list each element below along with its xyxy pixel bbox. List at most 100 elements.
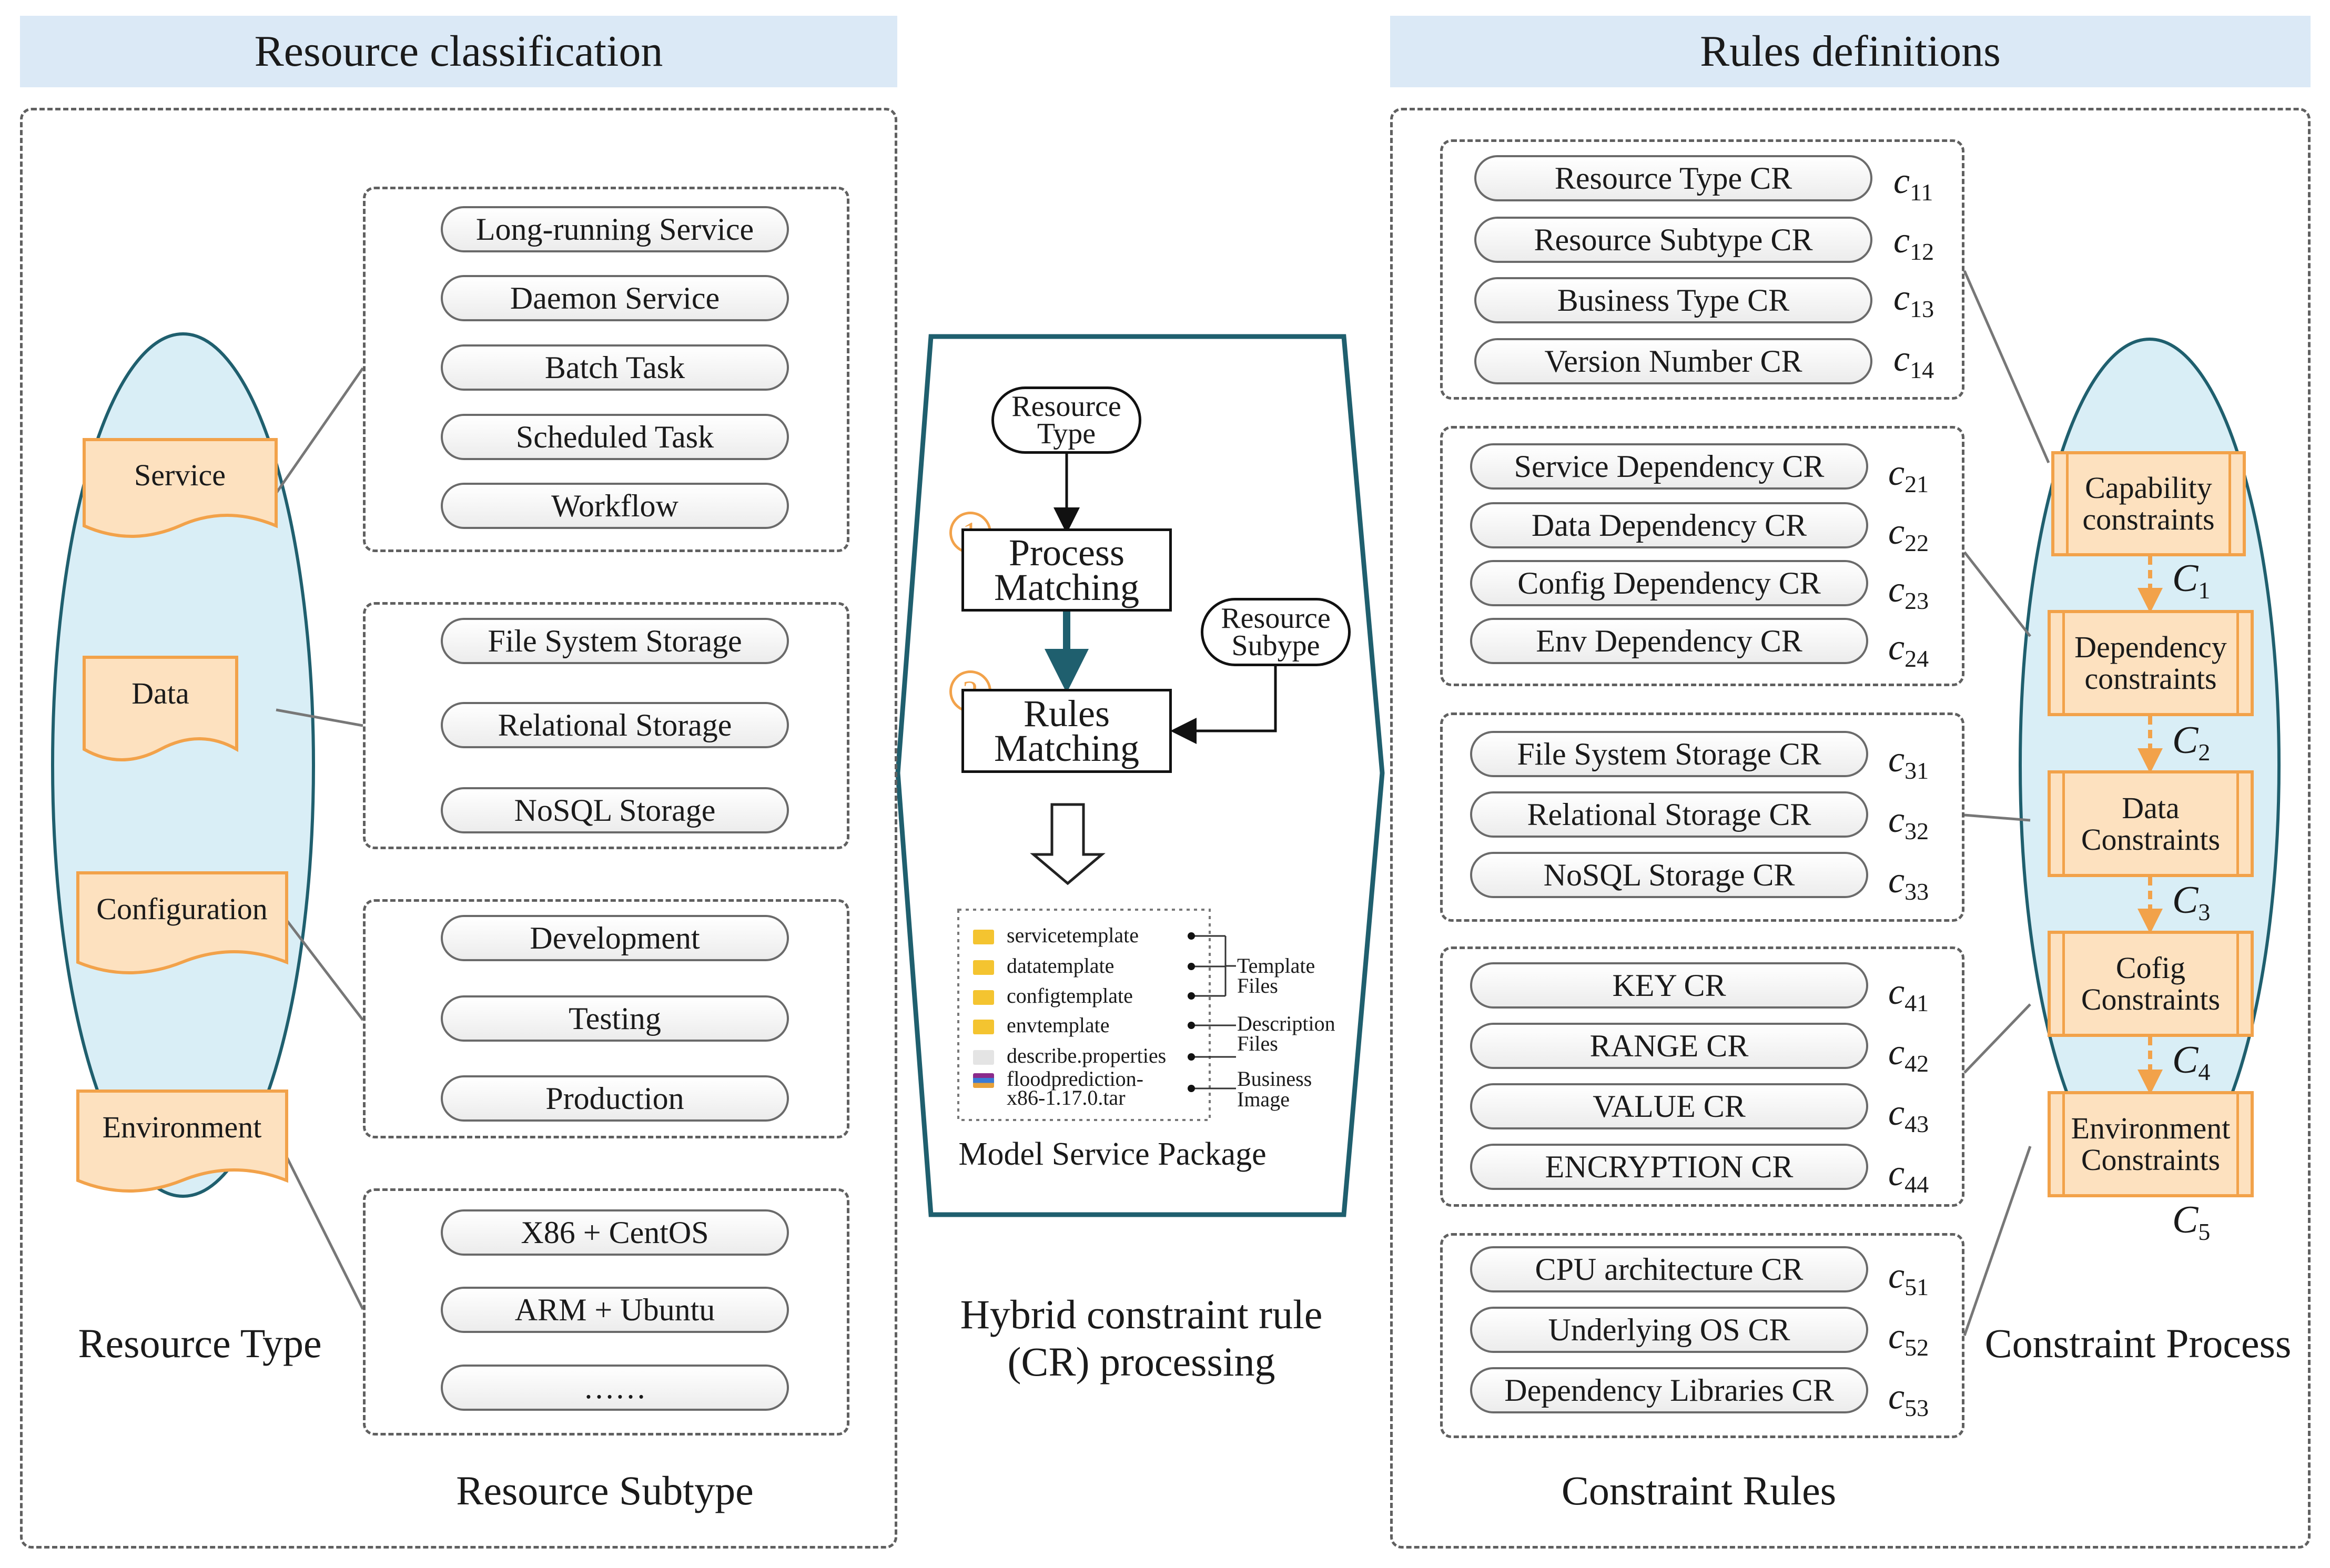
constraint-sub: 2 [2198,739,2211,766]
subtype-pill: File System Storage [441,618,789,664]
resource-subtype-oval-line2: Subype [1231,629,1320,662]
subtype-pill: Production [441,1075,789,1122]
rule-id-sub: 31 [1904,757,1929,784]
rule-id: c11 [1893,160,1933,213]
subtype-pill: Daemon Service [441,275,789,321]
rule-pill: KEY CR [1470,962,1868,1009]
resource-type-ellipse [51,332,315,1198]
rule-id: c24 [1888,627,1929,680]
resource-subtype-oval-line1: Resource [1221,602,1331,635]
rule-id-letter: c [1893,161,1910,201]
constraint-label: C4 [2172,1039,2210,1093]
constraint-letter: C [2172,719,2199,762]
rule-id-sub: 24 [1904,645,1929,672]
rule-id-sub: 42 [1904,1050,1929,1077]
subtype-pill: Scheduled Task [441,414,789,460]
rule-id-letter: c [1893,339,1910,379]
constraint-letter: C [2172,1198,2199,1241]
rule-id: c14 [1893,338,1934,391]
rule-pill: ENCRYPTION CR [1470,1144,1868,1190]
caption-resource-subtype: Resource Subtype [456,1468,754,1513]
rule-group-environment [1440,1233,1964,1438]
rule-id-sub: 11 [1910,179,1933,206]
rule-id: c52 [1888,1316,1929,1369]
rule-id-sub: 13 [1910,296,1934,322]
rule-id-letter: c [1888,1377,1905,1417]
rule-id: c53 [1888,1376,1929,1429]
file-item: servicetemplate [973,924,1139,947]
subtype-pill: Workflow [441,483,789,529]
rule-id-sub: 32 [1904,818,1929,844]
rule-id-sub: 51 [1904,1274,1929,1300]
rule-id-sub: 22 [1904,530,1929,556]
rule-pill: File System Storage CR [1470,731,1868,777]
rule-id-letter: c [1893,220,1910,261]
file-name: x86-1.17.0.tar [1007,1086,1126,1109]
subtype-group-data [363,602,849,849]
rule-pill: Dependency Libraries CR [1470,1367,1868,1413]
caption-hybrid-line1: Hybrid constraint rule [960,1291,1323,1337]
rule-group-capability [1440,139,1964,400]
package-box [957,909,1211,1121]
caption-hybrid-line2: (CR) processing [1007,1339,1275,1384]
header-resource-classification: Resource classification [20,16,897,87]
rule-id-letter: c [1888,800,1905,840]
rule-id-sub: 43 [1904,1111,1929,1137]
subtype-pill: Long-running Service [441,206,789,252]
constraint-sub: 1 [2198,577,2211,604]
rule-group-data [1440,712,1964,922]
rule-id: c21 [1888,452,1929,505]
constraint-letter: C [2172,879,2199,922]
rule-id: c12 [1893,220,1934,273]
constraint-letter: C [2172,557,2199,600]
rule-id-sub: 44 [1904,1171,1929,1198]
constraint-line2: constraints [2084,661,2217,696]
subtype-pill: Batch Task [441,344,789,391]
rule-pill: Resource Type CR [1474,155,1872,201]
rule-id-letter: c [1888,1032,1905,1073]
constraint-line2: Constraints [2081,1143,2221,1177]
label-description: Description [1237,1012,1335,1035]
rule-id-sub: 33 [1904,878,1929,905]
rule-id-letter: c [1888,1153,1905,1194]
constraint-line1: Environment [2071,1111,2231,1145]
rule-id-letter: c [1888,512,1905,552]
constraint-label: C1 [2172,557,2210,612]
rule-id: c32 [1888,799,1929,852]
doc-shape-data [83,656,238,761]
caption-constraint-rules: Constraint Rules [1561,1468,1837,1513]
file-name: datatemplate [1007,954,1115,978]
file-name: envtemplate [1007,1013,1110,1037]
file-item: configtemplate [973,984,1133,1007]
rule-id: c41 [1888,971,1929,1024]
rule-id-letter: c [1888,1256,1905,1296]
package-caption: Model Service Package [958,1136,1267,1172]
label-template-files: Files [1237,974,1278,997]
constraint-sub: 3 [2198,899,2211,925]
subtype-group-service [363,187,849,552]
file-name: servicetemplate [1007,923,1139,947]
rule-pill: Data Dependency CR [1470,502,1868,548]
subtype-pill: ARM + Ubuntu [441,1287,789,1333]
rule-id-sub: 12 [1910,238,1934,265]
right-panel [1390,108,2311,1549]
down-arrow-icon [1030,803,1106,885]
caption-resource-type: Resource Type [78,1320,322,1366]
subtype-pill: X86 + CentOS [441,1209,789,1256]
rule-id: c51 [1888,1255,1929,1308]
folder-icon [973,1020,994,1034]
rule-id-sub: 23 [1904,587,1929,614]
rule-pill: Config Dependency CR [1470,560,1868,606]
rule-group-config [1440,946,1964,1207]
header-rules-definitions: Rules definitions [1390,16,2311,87]
folder-icon [973,930,994,944]
rule-id: c44 [1888,1153,1929,1206]
rule-id: c43 [1888,1092,1929,1145]
doc-shape-configuration [76,871,288,974]
subtype-group-configuration [363,899,849,1138]
